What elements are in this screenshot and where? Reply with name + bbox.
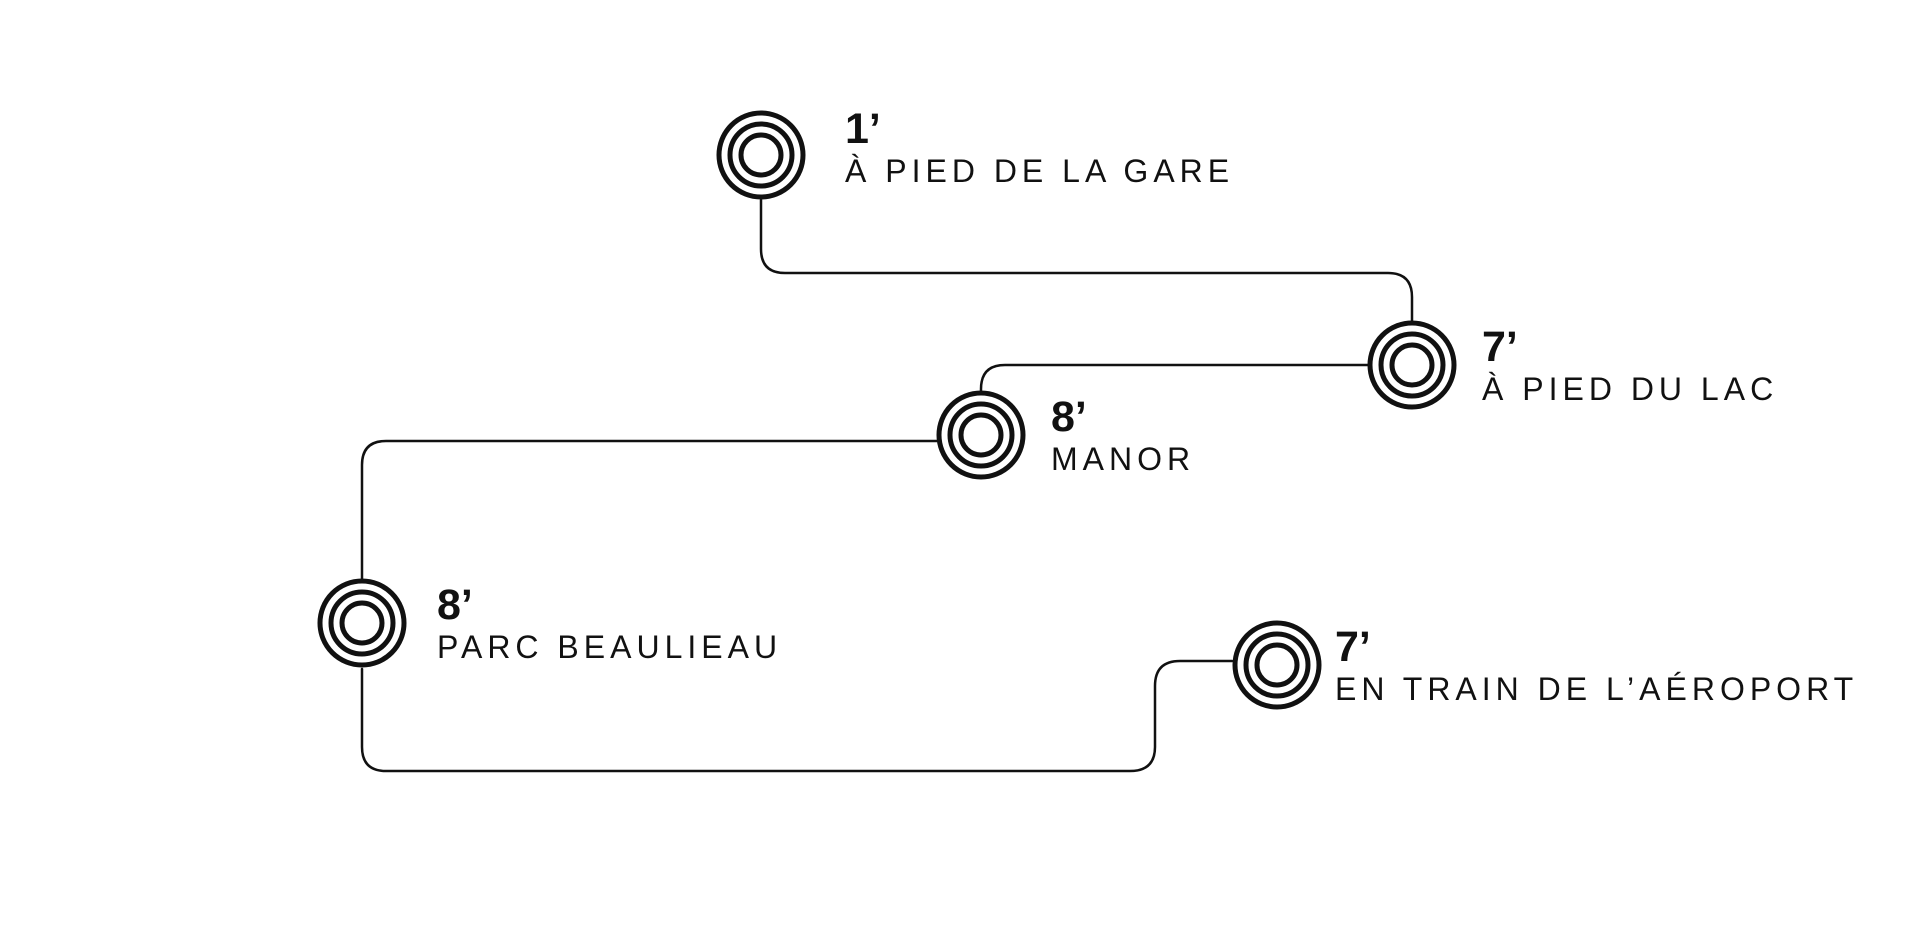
stop-minutes: 8’ [1051, 393, 1087, 441]
stop-name: PARC BEAULIEAU [437, 629, 783, 665]
stop-label-aeroport: 7’ EN TRAIN DE L’AÉROPORT [1335, 623, 1859, 707]
stop-marker-gare [716, 110, 806, 200]
stop-name: À PIED DE LA GARE [845, 153, 1235, 189]
stop-name: EN TRAIN DE L’AÉROPORT [1335, 671, 1859, 707]
stop-label-lac: 7’ À PIED DU LAC [1482, 323, 1779, 407]
stop-name: À PIED DU LAC [1482, 371, 1779, 407]
stop-label-manor: 8’ MANOR [1051, 393, 1196, 477]
stop-label-beaulieu: 8’ PARC BEAULIEAU [437, 581, 783, 665]
stop-label-gare: 1’ À PIED DE LA GARE [845, 105, 1235, 189]
stop-marker-aeroport [1232, 620, 1322, 710]
stop-marker-beaulieu [317, 578, 407, 668]
stop-marker-lac [1367, 320, 1457, 410]
stop-minutes: 7’ [1482, 323, 1518, 371]
stop-marker-manor [936, 390, 1026, 480]
stop-minutes: 8’ [437, 581, 473, 629]
route-segment-beaulieu-aeroport [360, 659, 1234, 773]
route-segment-manor-beaulieu [360, 439, 939, 581]
route-segment-lac-manor [979, 363, 1370, 394]
stop-minutes: 7’ [1335, 623, 1371, 671]
stop-minutes: 1’ [845, 105, 881, 153]
route-segment-gare-lac [759, 198, 1414, 324]
stop-name: MANOR [1051, 441, 1196, 477]
